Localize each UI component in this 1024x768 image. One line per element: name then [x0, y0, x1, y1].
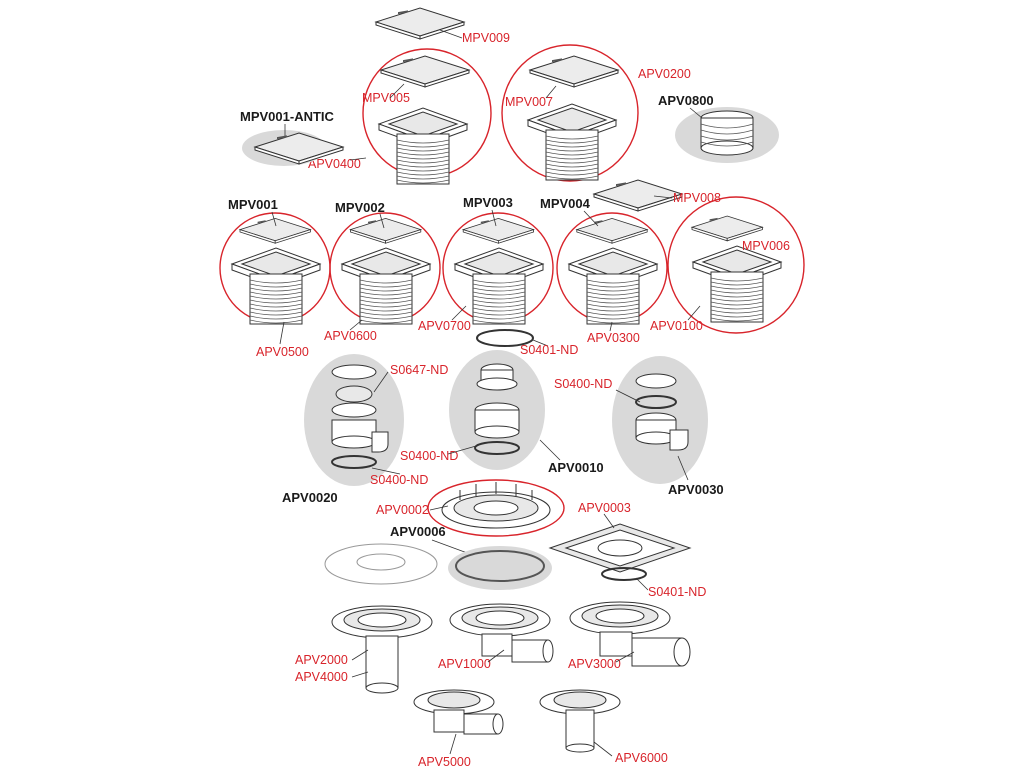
- assembly-apv0100: [691, 215, 782, 323]
- label-mpv003: MPV003: [463, 195, 513, 210]
- label-s0401-nd-top: S0401-ND: [520, 343, 578, 357]
- drain-apv1000: [449, 603, 554, 663]
- label-apv5000: APV5000: [418, 755, 471, 768]
- assembly-apv0700: [454, 218, 544, 325]
- label-apv0600: APV0600: [324, 329, 377, 343]
- trap-apv0030: [635, 373, 689, 451]
- label-apv0700: APV0700: [418, 319, 471, 333]
- label-apv6000: APV6000: [615, 751, 668, 765]
- label-apv0002: APV0002: [376, 503, 429, 517]
- label-apv4000: APV4000: [295, 670, 348, 684]
- trap-apv0010: [474, 363, 520, 455]
- label-apv3000: APV3000: [568, 657, 621, 671]
- drain-apv2000: [331, 605, 433, 694]
- highlight-ring-apv0002: [427, 479, 565, 537]
- label-s0400-nd-right: S0400-ND: [554, 377, 612, 391]
- assembly-apv0500: [231, 218, 321, 325]
- label-apv0003: APV0003: [578, 501, 631, 515]
- label-s0400-nd-left: S0400-ND: [370, 473, 428, 487]
- assembly-apv0600: [341, 218, 431, 325]
- label-apv2000: APV2000: [295, 653, 348, 667]
- label-mpv007: MPV007: [505, 95, 553, 109]
- highlight-ring-apv0200: [501, 44, 639, 182]
- grate-mpv001-antic: [242, 130, 344, 166]
- label-mpv001: MPV001: [228, 197, 278, 212]
- ring-apv0800: [675, 107, 779, 163]
- label-apv0500: APV0500: [256, 345, 309, 359]
- label-s0400-nd-mid: S0400-ND: [400, 449, 458, 463]
- drain-apv6000: [539, 689, 621, 753]
- label-apv0100: APV0100: [650, 319, 703, 333]
- label-apv1000: APV1000: [438, 657, 491, 671]
- label-s0647-nd: S0647-ND: [390, 363, 448, 377]
- label-apv0400: APV0400: [308, 157, 361, 171]
- label-mpv009: MPV009: [462, 31, 510, 45]
- label-apv0300: APV0300: [587, 331, 640, 345]
- drain-apv5000: [413, 689, 504, 735]
- membrane-apv0006: [448, 546, 552, 590]
- assembly-apv0400: [378, 55, 470, 185]
- flange-plate: [324, 543, 438, 585]
- trap-apv0020: [331, 364, 389, 469]
- label-mpv004: MPV004: [540, 196, 591, 211]
- assembly-apv0200: [527, 55, 619, 181]
- label-mpv001-antic: MPV001-ANTIC: [240, 109, 335, 124]
- label-mpv006: MPV006: [742, 239, 790, 253]
- sheet-apv0003: [548, 523, 692, 581]
- assembly-apv0300: [568, 218, 658, 325]
- label-apv0030: APV0030: [668, 482, 724, 497]
- label-apv0020: APV0020: [282, 490, 338, 505]
- clamp-ring-apv0002: [441, 482, 551, 529]
- label-apv0006: APV0006: [390, 524, 446, 539]
- label-apv0800: APV0800: [658, 93, 714, 108]
- highlight-ring-apv0100: [667, 196, 805, 334]
- label-apv0200: APV0200: [638, 67, 691, 81]
- seal-s0401-nd-top: [476, 329, 534, 347]
- grate-mpv008: [593, 179, 683, 212]
- label-mpv002: MPV002: [335, 200, 385, 215]
- drain-apv3000: [569, 601, 691, 667]
- label-s0401-nd-bottom: S0401-ND: [648, 585, 706, 599]
- label-apv0010: APV0010: [548, 460, 604, 475]
- label-mpv005: MPV005: [362, 91, 410, 105]
- label-mpv008: MPV008: [673, 191, 721, 205]
